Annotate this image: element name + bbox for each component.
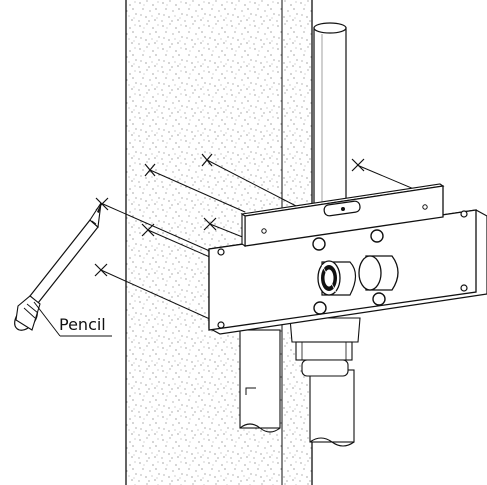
marking-lines bbox=[100, 159, 441, 321]
lower-pipe-right bbox=[289, 317, 361, 447]
valve-right bbox=[358, 255, 399, 291]
pencil-label: Pencil bbox=[59, 315, 106, 334]
upper-pipe bbox=[313, 22, 347, 209]
lower-pipe-left bbox=[239, 329, 281, 433]
spirit-level bbox=[240, 183, 445, 248]
pencil-icon bbox=[14, 202, 102, 331]
x-marks bbox=[94, 153, 365, 277]
pencil-callout: Pencil bbox=[33, 301, 112, 337]
valve-left bbox=[317, 260, 357, 296]
